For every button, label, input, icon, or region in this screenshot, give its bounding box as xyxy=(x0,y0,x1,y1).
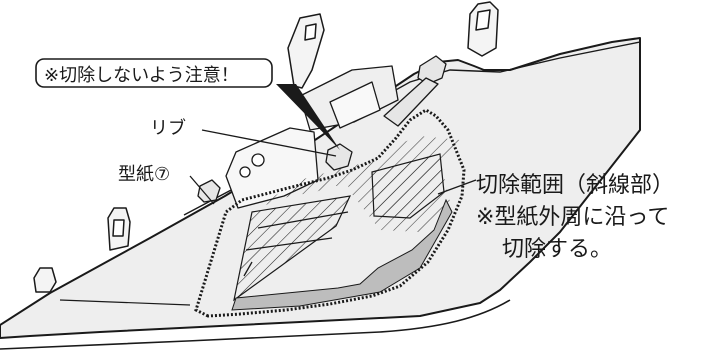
cut-area-label: 切除範囲（斜線部） xyxy=(476,173,674,198)
note-line-2: 切除する。 xyxy=(502,237,612,262)
mounting-tab-left xyxy=(107,207,131,251)
template-label: 型紙⑦ xyxy=(118,164,170,185)
note-line-1: ※型紙外周に沿って xyxy=(476,205,669,230)
caution-box xyxy=(35,58,273,88)
caution-label: ※切除しないよう注意！ xyxy=(44,65,239,86)
mounting-tab-right xyxy=(467,1,499,57)
mounting-tab-bottom xyxy=(33,267,57,293)
leader-lines xyxy=(189,129,477,277)
cut-area xyxy=(231,136,460,311)
rib-label: リブ xyxy=(150,117,186,139)
mounting-tab-top xyxy=(287,13,325,89)
cut-border xyxy=(194,108,466,318)
caution-pointer xyxy=(276,84,340,150)
